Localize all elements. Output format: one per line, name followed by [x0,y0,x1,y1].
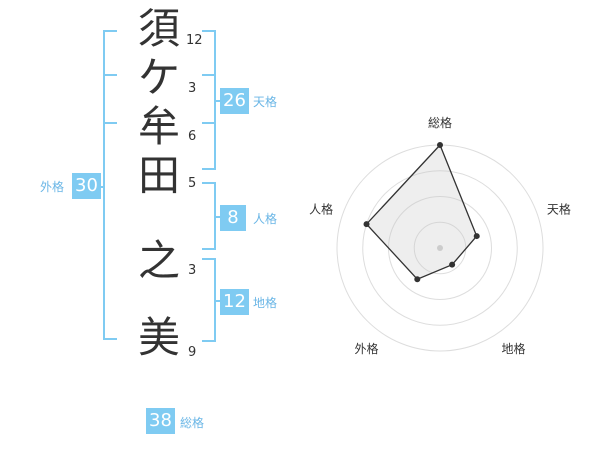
tenkaku-value: 26 [220,88,249,114]
radar-point-3 [449,261,456,268]
radar-center-dot [437,245,443,251]
gaikaku-value: 30 [72,173,101,199]
radar-ring-3 [362,170,518,326]
name-char-5: 之 [137,236,180,285]
name-char-3: 牟 [137,102,180,151]
stroke-count-3: 6 [188,129,197,144]
radar-point-1 [437,142,443,148]
jinkaku-value: 8 [220,205,246,231]
radar-axis-label-5: 人格 [309,201,333,216]
chikaku-label: 地格 [253,296,278,310]
soukaku-value: 38 [146,408,175,434]
chikaku-value: 12 [220,289,249,315]
radar-axis-label-2: 天格 [547,201,571,216]
tenkaku-label: 天格 [253,95,278,109]
name-char-2: ケ [137,53,180,102]
name-char-4: 田 [137,151,180,200]
stroke-count-4: 5 [188,176,197,191]
stroke-count-5: 3 [188,263,197,278]
radar-point-4 [414,276,421,283]
radar-point-2 [473,233,480,240]
radar-axis-label-1: 総格 [428,115,452,130]
name-char-6: 美 [137,313,180,362]
stroke-count-6: 9 [188,345,197,360]
radar-axis-label-4: 外格 [355,341,379,356]
radar-axis-label-3: 地格 [501,341,525,356]
radar-point-5 [363,221,370,228]
stroke-count-1: 12 [186,33,203,48]
name-char-1: 須 [137,4,180,53]
radar-polygon [365,143,478,280]
radar-points [363,142,480,283]
stroke-count-2: 3 [188,81,197,96]
gaikaku-label: 外格 [40,180,65,194]
jinkaku-label: 人格 [253,212,278,226]
soukaku-label: 総格 [180,416,205,430]
